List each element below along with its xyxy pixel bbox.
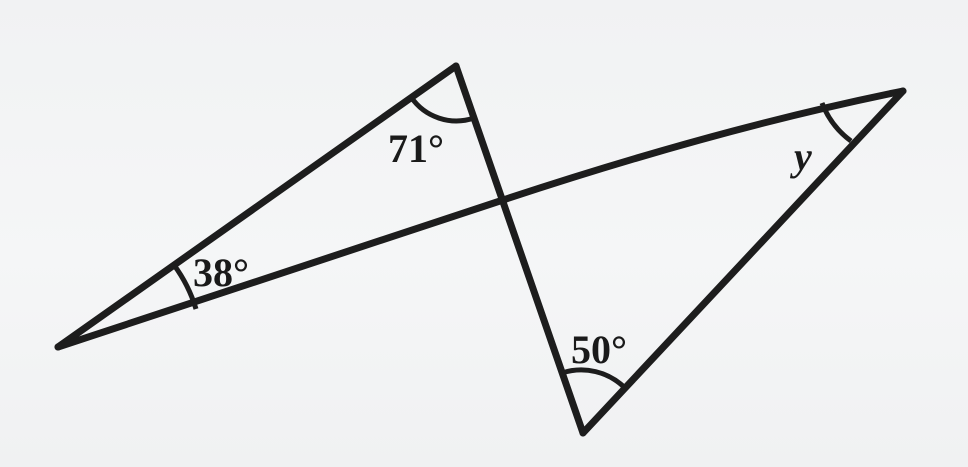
segment-left-to-top <box>54 62 460 351</box>
angle-label-top: 71° <box>388 126 444 171</box>
angle-arc-bottom <box>561 367 627 390</box>
angle-arc-right <box>819 102 853 144</box>
segment-left-to-right <box>54 87 907 351</box>
angle-label-left: 38° <box>193 250 249 295</box>
segment-right-to-bottom <box>579 87 907 437</box>
angle-label-bottom: 50° <box>571 327 627 372</box>
segment-top-to-bottom <box>452 62 587 437</box>
angle-arc-left <box>171 263 199 310</box>
angle-label-right: y <box>790 134 812 179</box>
angle-arc-top <box>408 95 475 124</box>
